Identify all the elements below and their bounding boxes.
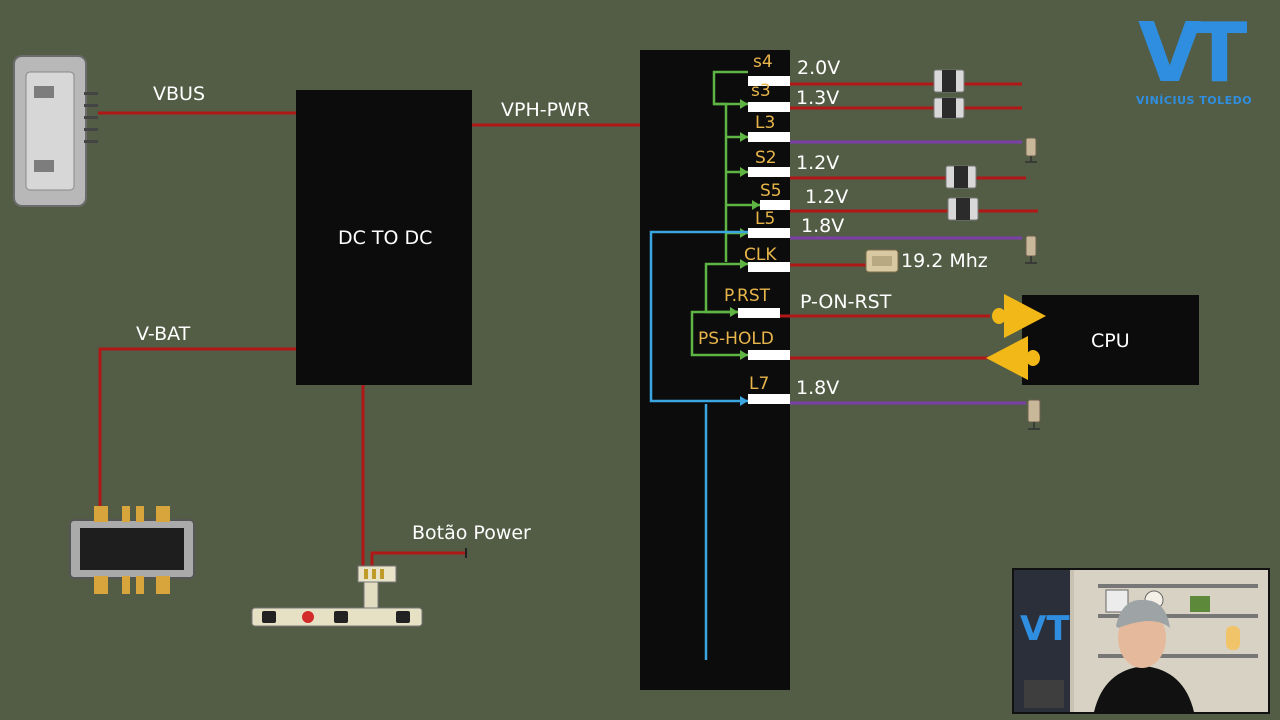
pin-bar-ps-hold	[748, 350, 790, 360]
pin-bar-clk	[748, 262, 790, 272]
label-vph-pwr: VPH-PWR	[501, 99, 591, 121]
pin-label-s5: S5	[760, 181, 782, 201]
capacitor-l7	[1027, 399, 1041, 430]
pin-bar-prst	[738, 308, 780, 318]
inductor-s2	[945, 165, 977, 189]
dc-to-dc-block	[296, 90, 472, 385]
pin-bar-s3	[748, 102, 790, 112]
l7-supply-line	[649, 230, 748, 403]
voltage-l7: 1.8V	[796, 377, 840, 399]
cpu-block	[1022, 295, 1199, 385]
label-clk-frequency: 19.2 Mhz	[901, 250, 988, 272]
pin-label-l3: L3	[755, 113, 776, 133]
voltage-s2: 1.2V	[796, 152, 840, 174]
label-vbus: VBUS	[153, 83, 205, 105]
pin-label-s4: s4	[753, 52, 773, 72]
brand-logo: VT VINÍCIUS TOLEDO	[1134, 6, 1266, 108]
pin-label-s3: s3	[751, 81, 771, 101]
l7-arrowhead	[740, 396, 748, 406]
battery-connector	[69, 506, 195, 594]
voltage-s4: 2.0V	[797, 57, 841, 79]
label-v-bat: V-BAT	[136, 323, 191, 345]
pin-label-l5: L5	[755, 209, 776, 229]
voltage-s3: 1.3V	[796, 87, 840, 109]
usb-connector	[13, 55, 98, 207]
inductor-s3	[933, 97, 965, 119]
label-cpu: CPU	[1091, 330, 1130, 352]
label-p-on-rst: P-ON-RST	[800, 291, 892, 313]
p-on-rst-arrow	[992, 294, 1046, 338]
inductor-s5	[947, 197, 979, 221]
inductor-s4	[933, 69, 965, 93]
pin-bar-l7	[748, 394, 790, 404]
pin-bar-s5	[760, 200, 790, 210]
v-bat-line	[98, 347, 296, 510]
power-button-ground-line	[370, 551, 466, 566]
crystal-oscillator	[865, 249, 899, 273]
pin-label-prst: P.RST	[724, 286, 770, 306]
label-botao-power: Botão Power	[412, 522, 531, 544]
ps-hold-arrow	[986, 336, 1040, 380]
voltage-s5: 1.2V	[805, 186, 849, 208]
pin-bar-l3	[748, 132, 790, 142]
label-dc-to-dc: DC TO DC	[338, 227, 433, 249]
pin-bar-s4	[748, 76, 790, 86]
power-button-flex	[251, 565, 423, 627]
pin-label-s2: S2	[755, 148, 777, 168]
capacitor-l3	[1025, 137, 1037, 163]
logo-mark: VT	[1138, 6, 1247, 101]
voltage-l5: 1.8V	[801, 215, 845, 237]
presenter-webcam: VT	[1012, 568, 1270, 714]
pin-label-l7: L7	[749, 374, 770, 394]
pin-label-clk: CLK	[744, 245, 777, 265]
pin-bar-l5	[748, 228, 790, 238]
pin-bar-s2	[748, 167, 790, 177]
webcam-scene: VT	[1014, 570, 1268, 712]
pmic-block	[640, 50, 790, 690]
logo-subtitle: VINÍCIUS TOLEDO	[1136, 94, 1253, 107]
svg-text:VT: VT	[1020, 609, 1070, 649]
pin-label-ps-hold: PS-HOLD	[698, 329, 774, 349]
capacitor-l5	[1025, 235, 1037, 264]
